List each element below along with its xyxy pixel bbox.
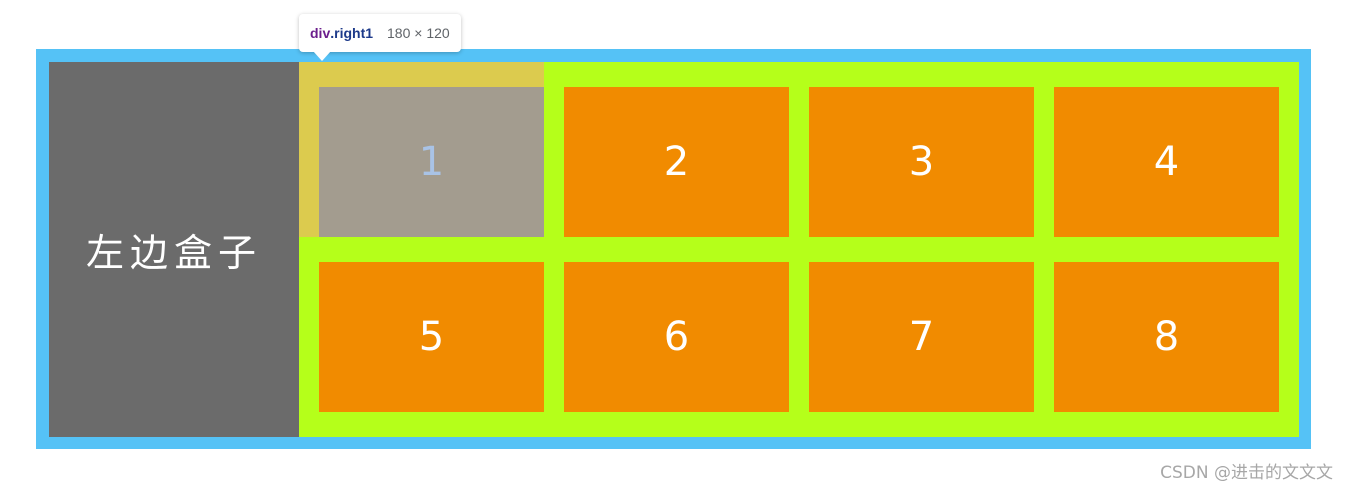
- left-box-label: 左边盒子: [85, 231, 262, 275]
- grid-cell-2[interactable]: 2: [564, 87, 789, 237]
- grid-cell-4[interactable]: 4: [1054, 87, 1279, 237]
- tooltip-dimensions: 180 × 120: [387, 25, 450, 41]
- grid-cell-8[interactable]: 8: [1054, 262, 1279, 412]
- grid-cell-label: 4: [1153, 139, 1180, 185]
- grid-cell-6[interactable]: 6: [564, 262, 789, 412]
- tooltip-tag-name: div: [310, 25, 331, 41]
- grid-cell-1[interactable]: 1: [319, 87, 544, 237]
- tooltip-class-name: .right1: [330, 25, 374, 41]
- grid-cell-label: 7: [908, 314, 935, 360]
- grid-cell-label: 8: [1153, 314, 1180, 360]
- grid-cell-label: 6: [663, 314, 690, 360]
- tooltip-pointer-icon: [313, 51, 331, 61]
- grid-cell-label: 1: [418, 139, 445, 185]
- grid-cell-label: 2: [663, 139, 690, 185]
- grid-cell-3[interactable]: 3: [809, 87, 1034, 237]
- watermark: CSDN @进击的文文文: [1160, 463, 1333, 483]
- devtools-element-tooltip: div.right1 180 × 120: [299, 14, 461, 52]
- left-box: 左边盒子: [49, 62, 299, 437]
- grid-cell-label: 3: [908, 139, 935, 185]
- grid-cell-7[interactable]: 7: [809, 262, 1034, 412]
- grid-cell-5[interactable]: 5: [319, 262, 544, 412]
- grid-cell-label: 5: [418, 314, 445, 360]
